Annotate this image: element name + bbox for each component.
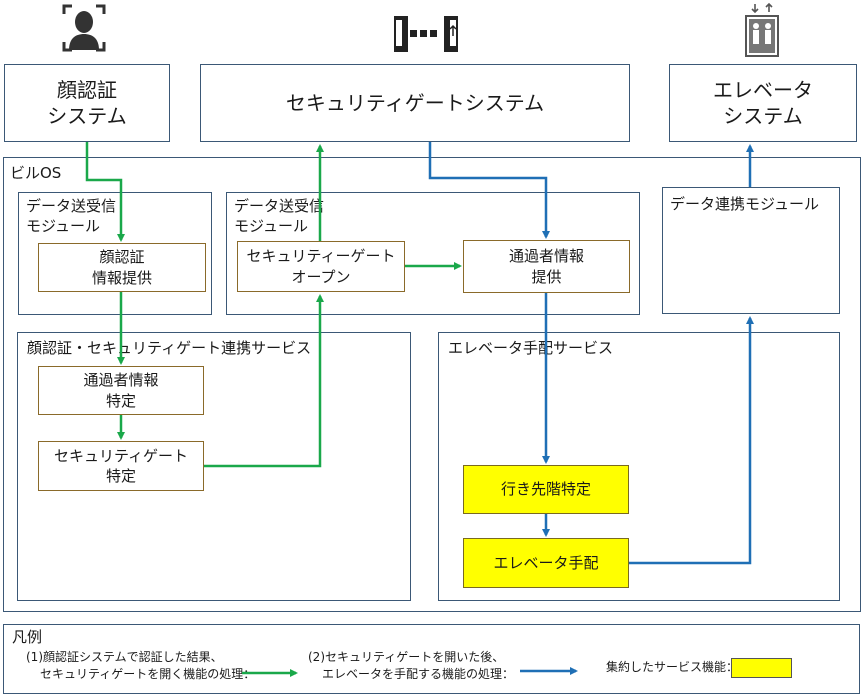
passer-info-line1: 通過者情報 (508, 247, 584, 266)
green-face-to-provide (85, 142, 125, 242)
security-gate-icon (392, 12, 462, 54)
destination-floor-identify: 行き先階特定 (463, 465, 629, 514)
destination-label: 行き先階特定 (500, 480, 591, 499)
data-module-2-title-line1: データ送受信 (234, 197, 325, 215)
face-info-provide: 顔認証 情報提供 (38, 243, 206, 292)
elevator-service-title: エレベータ手配サービス (448, 339, 614, 357)
gate-identify-line2: 特定 (105, 467, 136, 485)
gate-system-label: セキュリティゲートシステム (285, 91, 545, 115)
face-info-line2: 情報提供 (91, 268, 152, 287)
legend (3, 624, 860, 694)
legend-item-1: (1)顔認証システムで認証した結果、 セキュリティゲートを開く機能の処理： (26, 649, 255, 683)
blue-dispatch-to-link (629, 316, 754, 565)
elevator-icon (744, 2, 780, 58)
face-system-line1: 顔認証 (57, 78, 117, 102)
elevator-system-line2: システム (723, 104, 803, 128)
elevator-dispatch: エレベータ手配 (463, 538, 629, 588)
legend-title: 凡例 (12, 628, 43, 646)
passer-info-provide: 通過者情報 提供 (463, 240, 630, 293)
passer-identify: 通過者情報 特定 (38, 366, 204, 415)
data-module-2-title: データ送受信 モジュール (234, 197, 324, 236)
legend-item-3: 集約したサービス機能： (606, 660, 739, 674)
passer-identify-line2: 特定 (105, 391, 136, 410)
elevator-system-line1: エレベータ (713, 78, 813, 102)
data-module-2-title-line2: モジュール (234, 216, 308, 235)
legend-item-2-line2: エレベータを手配する機能の処理： (322, 666, 515, 681)
face-gate-service-title: 顔認証・セキュリティゲート連携サービス (27, 339, 312, 357)
security-gate-system: セキュリティゲートシステム (200, 64, 630, 142)
elevator-system: エレベータ システム (669, 64, 857, 142)
data-module-1-title-line1: データ送受信 (26, 197, 117, 215)
green-gate-to-open (204, 294, 324, 468)
building-os-title: ビルOS (10, 164, 62, 182)
face-recognition-icon (60, 2, 108, 54)
passer-identify-line1: 通過者情報 (83, 371, 159, 390)
legend-item-2-line1: (2)セキュリティゲートを開いた後、 (308, 650, 505, 664)
dispatch-label: エレベータ手配 (493, 553, 599, 572)
legend-item-1-line1: (1)顔認証システムで認証した結果、 (26, 650, 223, 664)
gate-open-line2: オープン (291, 267, 351, 286)
face-recognition-system: 顔認証 システム (4, 64, 170, 142)
gate-identify-line1: セキュリティゲート (53, 446, 189, 465)
data-link-module-title: データ連携モジュール (670, 195, 819, 213)
blue-system-to-passer (428, 142, 550, 239)
legend-item-1-line2: セキュリティゲートを開く機能の処理： (40, 666, 256, 681)
data-link-module (662, 187, 840, 314)
legend-yellow-swatch (731, 658, 792, 678)
gate-open: セキュリティーゲート オープン (237, 241, 405, 292)
face-system-line2: システム (47, 104, 127, 128)
legend-item-2: (2)セキュリティゲートを開いた後、 エレベータを手配する機能の処理： (308, 649, 514, 683)
gate-identify: セキュリティゲート 特定 (38, 441, 204, 491)
gate-open-line1: セキュリティーゲート (246, 247, 396, 266)
data-module-1-title-line2: モジュール (26, 216, 100, 235)
face-info-line1: 顔認証 (99, 248, 145, 267)
passer-info-line2: 提供 (531, 267, 562, 286)
data-module-1-title: データ送受信 モジュール (26, 197, 116, 236)
